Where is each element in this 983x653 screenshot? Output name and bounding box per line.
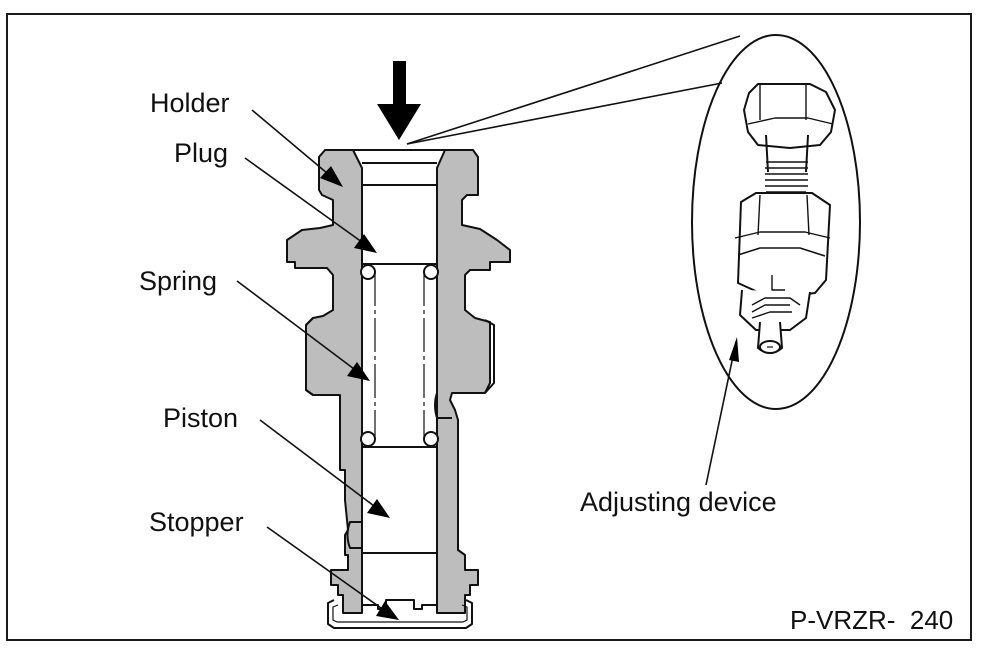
bottom-cap (327, 599, 473, 629)
leader-piston-arrowhead (367, 499, 390, 518)
down-arrow-icon (377, 61, 421, 140)
leader-stopper-arrowhead (376, 601, 399, 620)
holder-body-right-wall (436, 149, 511, 614)
leader-plug-arrowhead (354, 234, 377, 253)
spring-coil-top-left (360, 264, 376, 280)
left-thread-relief (305, 317, 314, 396)
label-holder: Holder (150, 88, 230, 118)
label-stopper: Stopper (149, 507, 244, 537)
leader-holder-arrowhead (320, 166, 343, 187)
detail-ellipse (691, 34, 861, 410)
leader-adjusting-device (705, 341, 737, 486)
leader-plug (244, 157, 374, 251)
figure-code: P-VRZR- 240 (790, 605, 954, 635)
leader-holder (251, 109, 341, 185)
holder-body-left-wall (286, 149, 363, 614)
right-thread-relief (484, 319, 495, 394)
leader-adjusting-device-arrowhead (729, 337, 739, 362)
callout-line-lower (406, 82, 723, 145)
adjusting-device-illustration (734, 83, 836, 354)
label-adjusting-device: Adjusting device (580, 487, 777, 517)
leader-spring-arrowhead (347, 362, 370, 381)
spring-coil-bottom-left (360, 431, 376, 447)
bottom-cap-inner (332, 604, 468, 623)
left-side-port (346, 521, 362, 549)
right-side-port (434, 392, 452, 419)
leader-stopper (266, 526, 396, 619)
callout-line-upper (406, 35, 741, 145)
label-spring: Spring (139, 266, 218, 296)
label-piston: Piston (163, 403, 239, 433)
leaders (236, 109, 739, 620)
spring-coil-bottom-right (423, 431, 439, 447)
label-plug: Plug (174, 138, 229, 168)
spring-coil-top-right (423, 264, 439, 280)
leader-spring (236, 280, 367, 379)
leader-piston (259, 419, 387, 516)
